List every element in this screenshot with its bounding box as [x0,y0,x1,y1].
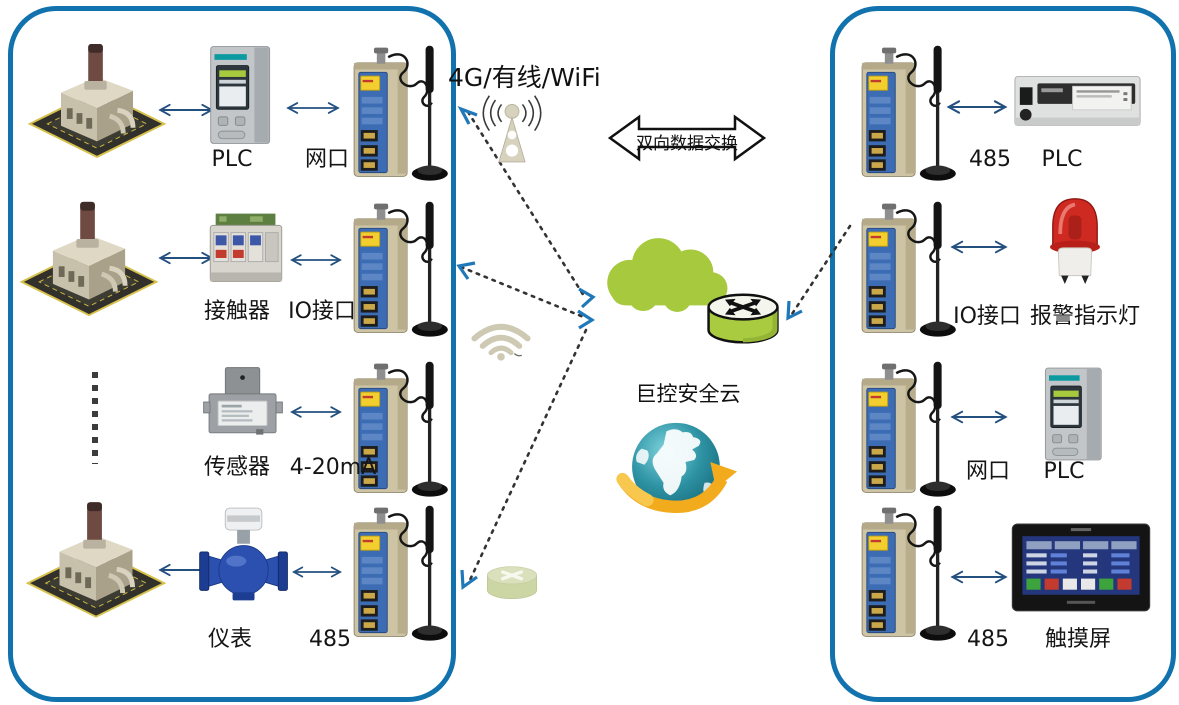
contactor-device-icon [209,213,283,282]
left-row3-device-label: 传感器 [203,455,271,480]
double-arrow-icon [290,406,342,418]
arrowhead-to-cloud-b [577,309,596,330]
wireless-router-antenna-icon [352,44,450,182]
alarm-beacon-icon [1048,196,1102,286]
double-arrow-icon [951,240,1007,254]
cell-tower-icon [482,94,542,163]
left-row2-device-label: 接触器 [203,299,271,324]
arrowhead-to-left-panel-bottom [460,569,478,590]
wireless-router-antenna-icon [860,200,958,338]
right-row2-device-label: 报警指示灯 [1029,304,1141,329]
right-row3-interface-label: 网口 [965,459,1011,484]
dotted-link-bottom-left [468,328,588,582]
right-row4-device-label: 触摸屏 [1044,627,1112,652]
right-row1-device-label: PLC [1041,147,1083,172]
small-router-icon [485,564,539,601]
left-row4-device-label: 仪表 [207,627,253,652]
left-row2-interface-label: IO接口 [288,299,356,324]
double-arrow-icon [290,254,342,266]
more-devices-ellipsis [92,372,98,464]
factory-icon [24,38,170,160]
left-row4-interface-label: 485 [309,627,351,652]
cloud-label: 巨控安全云 [635,382,741,406]
left-row3-interface-label: 4-20mA [289,455,377,480]
arrowhead-to-cloud-a [578,287,596,309]
plc-horizontal-icon [1014,76,1141,126]
factory-icon [22,496,170,620]
right-row1-interface-label: 485 [969,147,1011,172]
factory-icon [14,196,164,318]
right-row3-device-label: PLC [1043,459,1085,484]
wireless-router-antenna-icon [352,504,450,642]
touchscreen-hmi-icon [1011,523,1151,612]
globe-sync-icon [613,416,737,526]
wireless-router-antenna-icon [352,200,450,338]
double-arrow-icon [951,570,1007,584]
left-row1-interface-label: 网口 [304,147,350,172]
left-row1-device-label: PLC [211,147,253,172]
wifi-icon [466,310,536,362]
right-row4-interface-label: 485 [967,627,1009,652]
sensor-device-icon [203,367,283,436]
wireless-router-antenna-icon [860,504,958,642]
double-arrow-icon [951,410,1007,424]
double-arrow-icon [287,101,339,115]
plc-device-icon [1044,367,1102,461]
right-row2-interface-label: IO接口 [953,304,1021,329]
network-type-label: 4G/有线/WiFi [448,63,601,92]
arrowhead-to-cloud-right [786,300,803,321]
wireless-router-antenna-icon [860,360,958,498]
double-arrow-icon [292,566,342,578]
arrowhead-to-left-panel-mid [456,261,476,280]
cloud-router-icon [706,292,780,345]
double-arrow-icon [947,100,1007,114]
exchange-label: 双向数据交换 [636,134,738,154]
flowmeter-device-icon [199,507,288,601]
plc-device-icon [210,46,271,144]
